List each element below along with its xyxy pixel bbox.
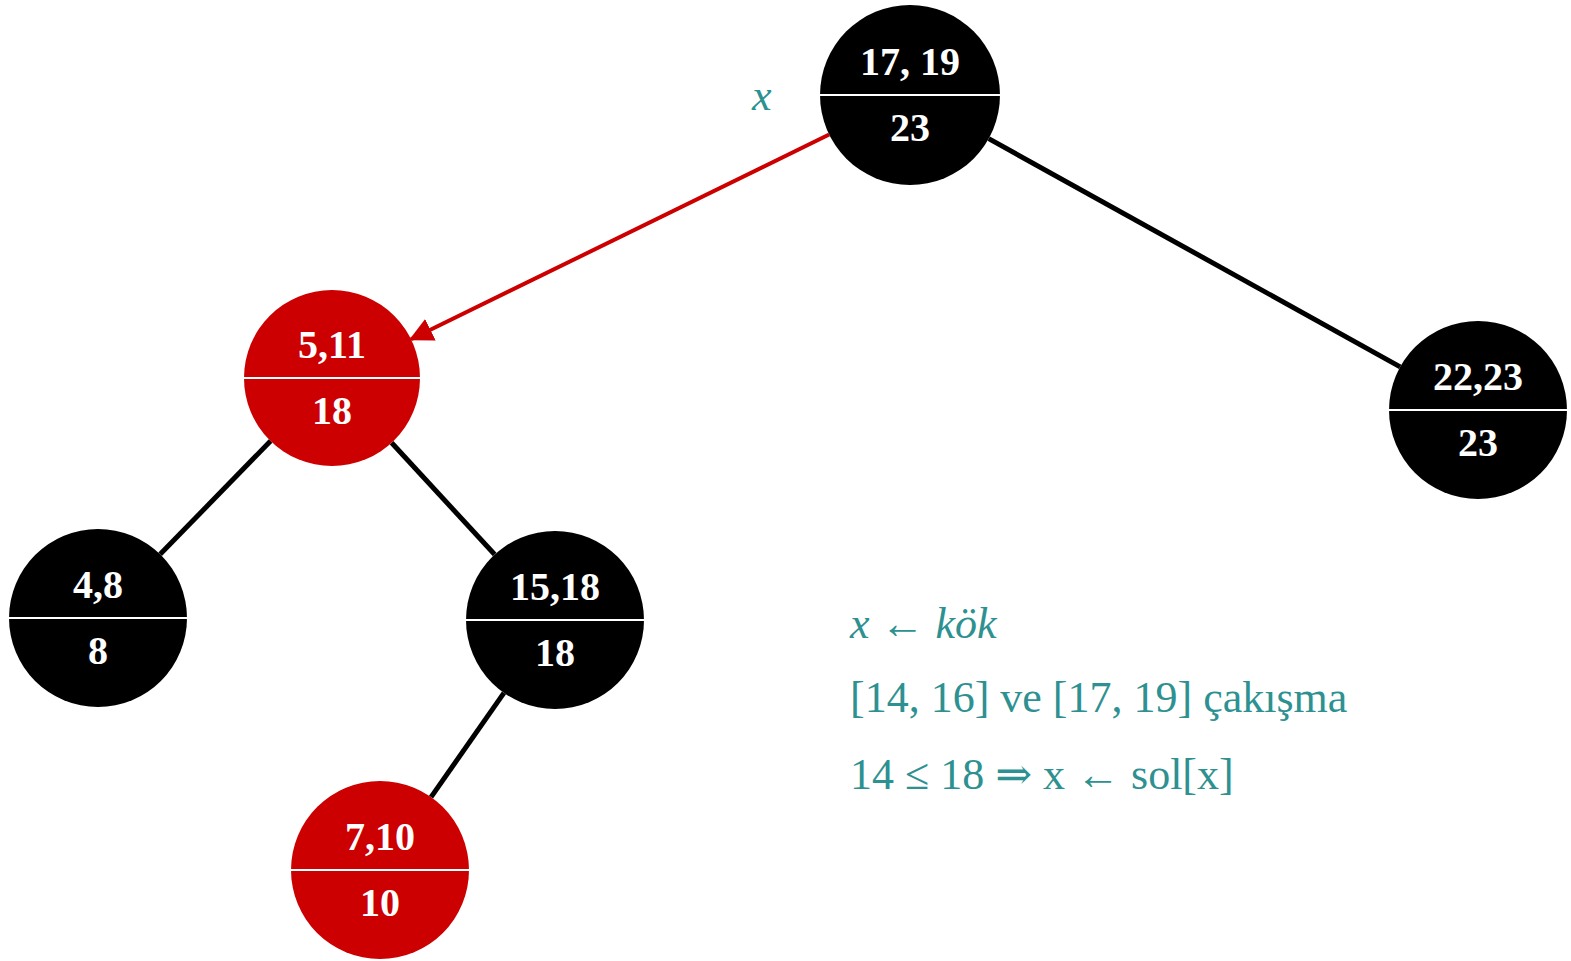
annotation-text: x <box>752 70 772 121</box>
annotation-text: x ← kök <box>850 598 997 649</box>
tree-edge <box>411 135 829 340</box>
divider-line <box>820 94 1000 96</box>
interval-node: 17, 19 23 <box>820 5 1000 185</box>
tree-edge <box>431 693 504 797</box>
annotation-text: 14 ≤ 18 ⇒ x ← sol[x] <box>850 748 1234 800</box>
max-value: 18 <box>535 633 575 673</box>
max-value: 10 <box>360 883 400 923</box>
tree-edge <box>392 443 495 555</box>
max-value: 23 <box>1458 423 1498 463</box>
divider-line <box>291 869 469 871</box>
interval-node: 15,18 18 <box>466 531 644 709</box>
max-value: 18 <box>312 391 352 431</box>
interval-text: 22,23 <box>1433 357 1523 397</box>
divider-line <box>244 377 420 379</box>
interval-node: 5,11 18 <box>244 290 420 466</box>
max-value: 23 <box>890 108 930 148</box>
interval-node: 7,10 10 <box>291 781 469 959</box>
interval-text: 15,18 <box>510 567 600 607</box>
interval-text: 17, 19 <box>860 42 960 82</box>
interval-text: 7,10 <box>345 817 415 857</box>
divider-line <box>1389 409 1567 411</box>
interval-node: 4,88 <box>9 529 187 707</box>
interval-text: 4,8 <box>73 565 123 605</box>
interval-node: 22,23 23 <box>1389 321 1567 499</box>
divider-line <box>466 619 644 621</box>
tree-edge <box>989 139 1400 367</box>
tree-edge <box>160 441 270 554</box>
divider-line <box>9 617 187 619</box>
annotation-text: [14, 16] ve [17, 19] çakışma <box>850 672 1347 723</box>
max-value: 8 <box>88 631 108 671</box>
interval-text: 5,11 <box>298 325 366 365</box>
